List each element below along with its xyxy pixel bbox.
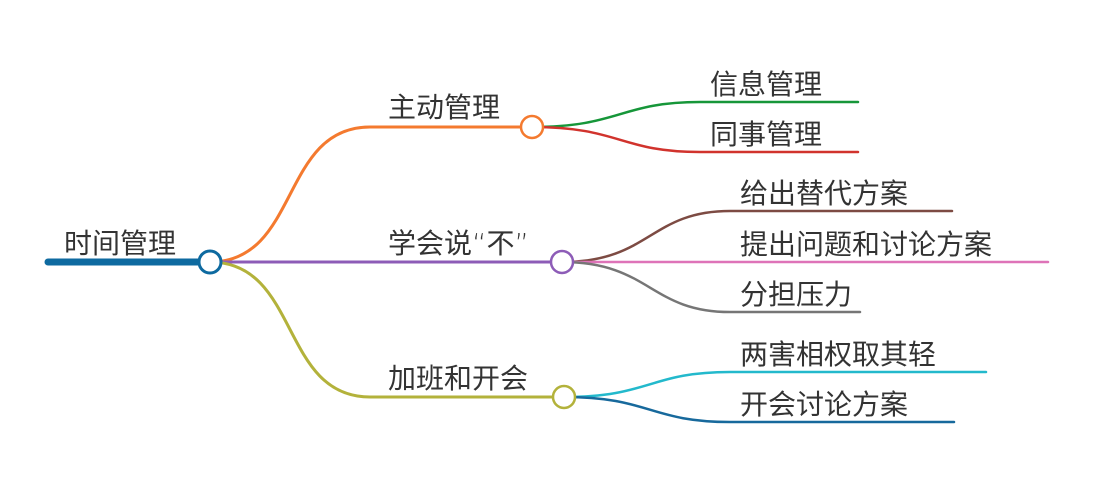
leaf-node-0-1[interactable]: 同事管理 [530,118,860,154]
leaf-label-2-0: 两害相权取其轻 [740,338,936,371]
branch-label-1: 学会说“不” [388,227,529,260]
leaf-label-0-1: 同事管理 [710,118,822,151]
root-circle[interactable] [197,249,223,275]
branch-node-0[interactable]: 主动管理 [208,91,534,264]
edge-branch-0-to-leaf-0 [530,100,860,129]
branch-node-1[interactable]: 学会说“不” [208,227,564,264]
edge-branch-2-to-leaf-1 [562,395,956,424]
edge-root-to-branch-0 [208,125,534,264]
leaf-label-1-0: 给出替代方案 [740,177,908,210]
root-node[interactable]: 时间管理 [44,227,214,266]
leaf-node-1-0[interactable]: 给出替代方案 [560,177,954,264]
edge-branch-0-to-leaf-1 [530,125,860,154]
root-label: 时间管理 [64,227,176,260]
leaf-node-1-2[interactable]: 分担压力 [560,260,862,314]
branch-circle-1[interactable] [549,249,575,275]
leaf-label-0-0: 信息管理 [710,68,822,101]
leaf-label-1-2: 分担压力 [740,278,852,311]
branch-circle-2[interactable] [551,384,577,410]
edge-branch-2-to-leaf-0 [562,370,988,399]
branch-label-2: 加班和开会 [388,362,528,395]
leaf-node-0-0[interactable]: 信息管理 [530,68,860,129]
edge-root-to-branch-2 [208,260,566,399]
leaf-node-1-1[interactable]: 提出问题和讨论方案 [560,228,1050,264]
leaf-node-2-1[interactable]: 开会讨论方案 [562,388,956,424]
leaf-label-2-1: 开会讨论方案 [740,388,908,421]
branch-circle-0[interactable] [519,114,545,140]
branch-node-2[interactable]: 加班和开会 [208,260,566,399]
leaf-node-2-0[interactable]: 两害相权取其轻 [562,338,988,399]
leaf-label-1-1: 提出问题和讨论方案 [740,228,992,261]
branch-label-0: 主动管理 [388,91,500,124]
edge-branch-1-to-leaf-2 [560,260,862,314]
edge-branch-1-to-leaf-0 [560,209,954,264]
